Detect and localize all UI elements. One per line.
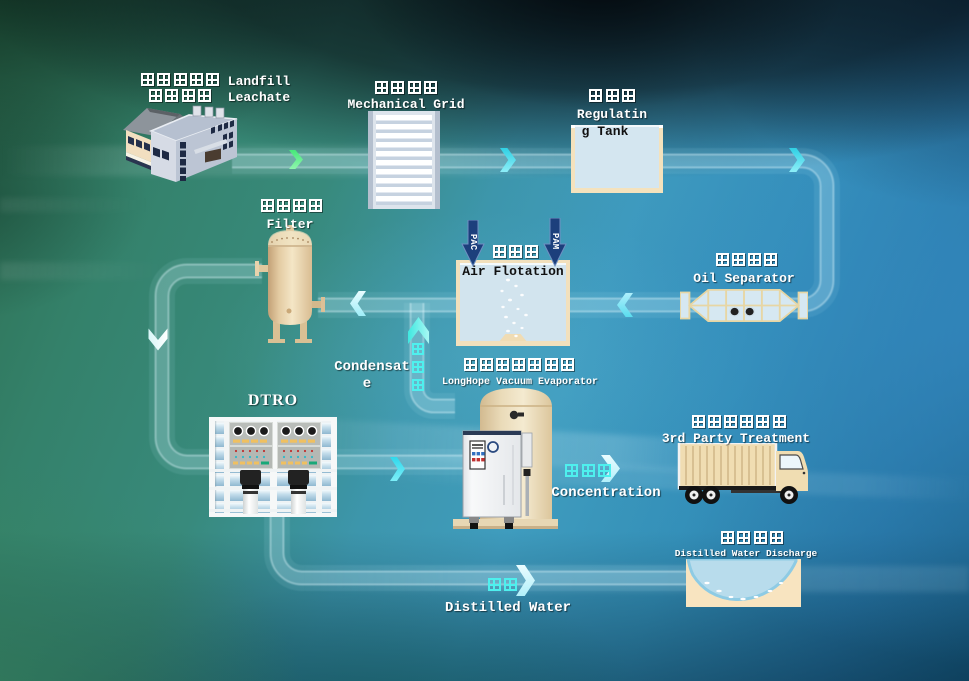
svg-text:PAC: PAC [468, 234, 478, 251]
svg-text:PAM: PAM [550, 233, 560, 249]
